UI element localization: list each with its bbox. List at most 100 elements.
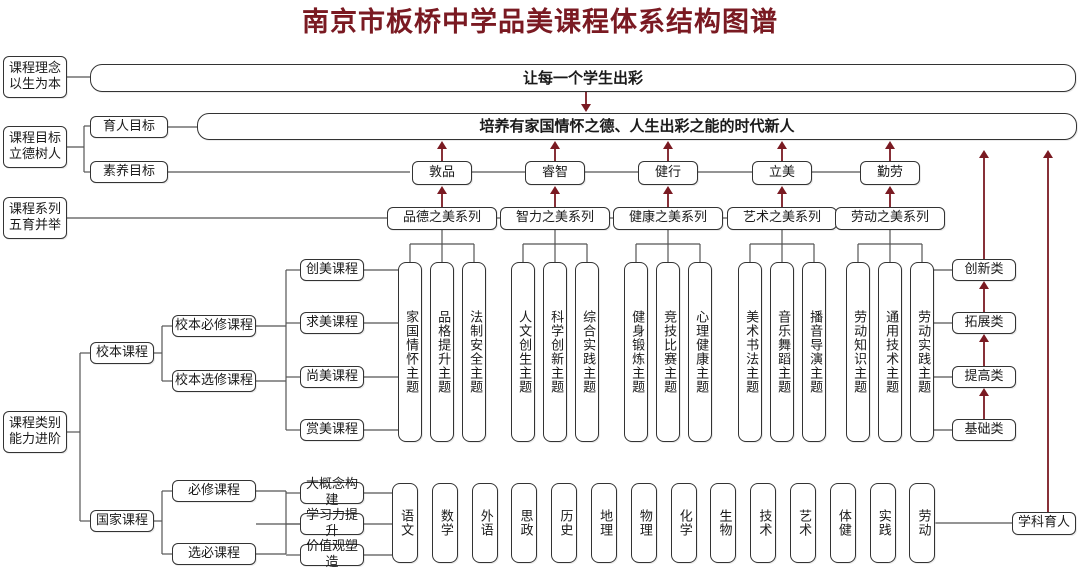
subject-column-2: 外语 — [471, 483, 498, 563]
subject-column-8-label: 生物 — [716, 509, 732, 537]
level-2-label: 提高类 — [964, 368, 1004, 384]
national-type-1: 选必课程 — [172, 543, 256, 565]
quality-3: 立美 — [752, 161, 812, 185]
quality-4: 勤劳 — [860, 161, 920, 185]
series-arrow-1-head-icon — [550, 186, 560, 194]
level-arrow-3-head-icon — [979, 388, 989, 396]
subject-column-9-label: 技术 — [756, 509, 772, 537]
subject-column-0: 语文 — [392, 483, 418, 563]
left-label-0-label: 课程理念 以生为本 — [8, 60, 61, 92]
series-2-label: 健康之美系列 — [628, 210, 707, 226]
national-aim-1-label: 学习力提升 — [305, 507, 358, 539]
theme-column-4: 科学创新主题 — [543, 262, 567, 442]
national-aim-1: 学习力提升 — [300, 508, 364, 539]
beauty-course-1: 求美课程 — [300, 312, 364, 334]
subject-column-6: 物理 — [630, 483, 657, 563]
subject-column-13: 劳动 — [909, 483, 936, 563]
theme-column-8: 心理健康主题 — [688, 262, 712, 442]
subject-education-arrow-head-icon — [1043, 150, 1053, 158]
school-type-1: 校本选修课程 — [172, 370, 256, 392]
theme-column-12-label: 劳动知识主题 — [851, 310, 867, 394]
theme-column-9-label: 美术书法主题 — [743, 310, 759, 394]
series-2: 健康之美系列 — [613, 207, 723, 230]
subject-column-2-label: 外语 — [477, 509, 493, 537]
national-root: 国家课程 — [90, 510, 154, 532]
goal-educate-label: 育人目标 — [102, 118, 155, 134]
school-type-0-label: 校本必修课程 — [174, 317, 253, 333]
subject-column-7-label: 化学 — [676, 509, 692, 537]
quality-0: 敦品 — [412, 161, 472, 185]
goal-literacy-label: 素养目标 — [102, 163, 155, 179]
idea-band: 让每一个学生出彩 — [90, 64, 1076, 92]
subject-column-5: 地理 — [591, 483, 617, 563]
theme-column-4-label: 科学创新主题 — [548, 310, 564, 394]
level-arrow-2-head-icon — [979, 334, 989, 342]
idea-band-label: 让每一个学生出彩 — [522, 68, 643, 87]
level-3: 基础类 — [952, 419, 1016, 441]
subject-column-0-label: 语文 — [398, 509, 414, 537]
quality-0-label: 敦品 — [428, 164, 455, 180]
subject-column-11-label: 体健 — [835, 509, 851, 537]
left-label-2: 课程系列 五育并举 — [3, 197, 67, 239]
subject-column-13-label: 劳动 — [915, 509, 931, 537]
left-label-2-label: 课程系列 五育并举 — [8, 201, 61, 233]
series-3-label: 艺术之美系列 — [742, 210, 821, 226]
quality-3-label: 立美 — [768, 164, 795, 180]
subject-column-12: 实践 — [869, 483, 896, 563]
theme-column-10: 音乐舞蹈主题 — [770, 262, 794, 442]
beauty-course-3-label: 赏美课程 — [305, 421, 358, 437]
left-label-3: 课程类别 能力进阶 — [3, 411, 67, 453]
theme-column-2: 法制安全主题 — [462, 262, 486, 442]
national-type-0: 必修课程 — [172, 480, 256, 502]
subject-column-3-label: 思政 — [517, 509, 533, 537]
series-arrow-3-head-icon — [777, 186, 787, 194]
subject-column-4: 历史 — [551, 483, 578, 563]
school-type-1-label: 校本选修课程 — [174, 372, 253, 388]
subject-column-1-label: 数学 — [437, 509, 453, 537]
level-1-label: 拓展类 — [964, 314, 1004, 330]
theme-column-14: 劳动实践主题 — [910, 262, 934, 442]
theme-column-11: 播音导演主题 — [802, 262, 826, 442]
theme-column-8-label: 心理健康主题 — [693, 310, 709, 394]
level-3-label: 基础类 — [964, 421, 1004, 437]
goal-band: 培养有家国情怀之德、人生出彩之能的时代新人 — [197, 113, 1077, 140]
goal-literacy: 素养目标 — [90, 161, 168, 183]
theme-column-0-label: 家国情怀主题 — [403, 310, 419, 394]
subject-education: 学科育人 — [1012, 512, 1076, 535]
theme-column-3-label: 人文创生主题 — [516, 310, 532, 394]
level-0: 创新类 — [952, 259, 1016, 281]
theme-column-1-label: 品格提升主题 — [435, 310, 451, 394]
theme-column-1: 品格提升主题 — [430, 262, 454, 442]
level-1: 拓展类 — [952, 312, 1016, 334]
beauty-course-2: 尚美课程 — [300, 366, 364, 388]
national-root-label: 国家课程 — [95, 512, 148, 528]
quality-arrow-2-head-icon — [663, 141, 673, 149]
left-label-0: 课程理念 以生为本 — [3, 56, 67, 98]
theme-column-2-label: 法制安全主题 — [467, 310, 483, 394]
theme-column-6: 健身锻炼主题 — [624, 262, 648, 442]
subject-column-3: 思政 — [511, 483, 538, 563]
school-root-label: 校本课程 — [95, 344, 148, 360]
theme-column-9: 美术书法主题 — [738, 262, 762, 442]
page-title: 南京市板桥中学品美课程体系结构图谱 — [302, 7, 778, 38]
theme-column-5: 综合实践主题 — [575, 262, 599, 442]
subject-education-label: 学科育人 — [1017, 515, 1070, 531]
beauty-course-3: 赏美课程 — [300, 419, 364, 441]
school-root: 校本课程 — [90, 342, 154, 364]
subject-column-11: 体健 — [829, 483, 856, 563]
theme-column-3: 人文创生主题 — [511, 262, 535, 442]
national-aim-2-label: 价值观塑造 — [305, 538, 358, 570]
subject-column-10-label: 艺术 — [796, 509, 812, 537]
series-4-label: 劳动之美系列 — [850, 210, 929, 226]
left-label-3-label: 课程类别 能力进阶 — [8, 415, 61, 447]
theme-column-14-label: 劳动实践主题 — [915, 310, 931, 394]
level-top-arrow-head-icon — [979, 150, 989, 158]
theme-column-13-label: 通用技术主题 — [883, 310, 899, 394]
quality-1-label: 睿智 — [541, 164, 568, 180]
theme-column-13: 通用技术主题 — [878, 262, 902, 442]
national-type-0-label: 必修课程 — [187, 482, 240, 498]
goal-band-label: 培养有家国情怀之德、人生出彩之能的时代新人 — [479, 117, 795, 136]
left-label-1: 课程目标 立德树人 — [3, 126, 67, 168]
quality-1: 睿智 — [525, 161, 585, 185]
subject-column-10: 艺术 — [790, 483, 816, 563]
